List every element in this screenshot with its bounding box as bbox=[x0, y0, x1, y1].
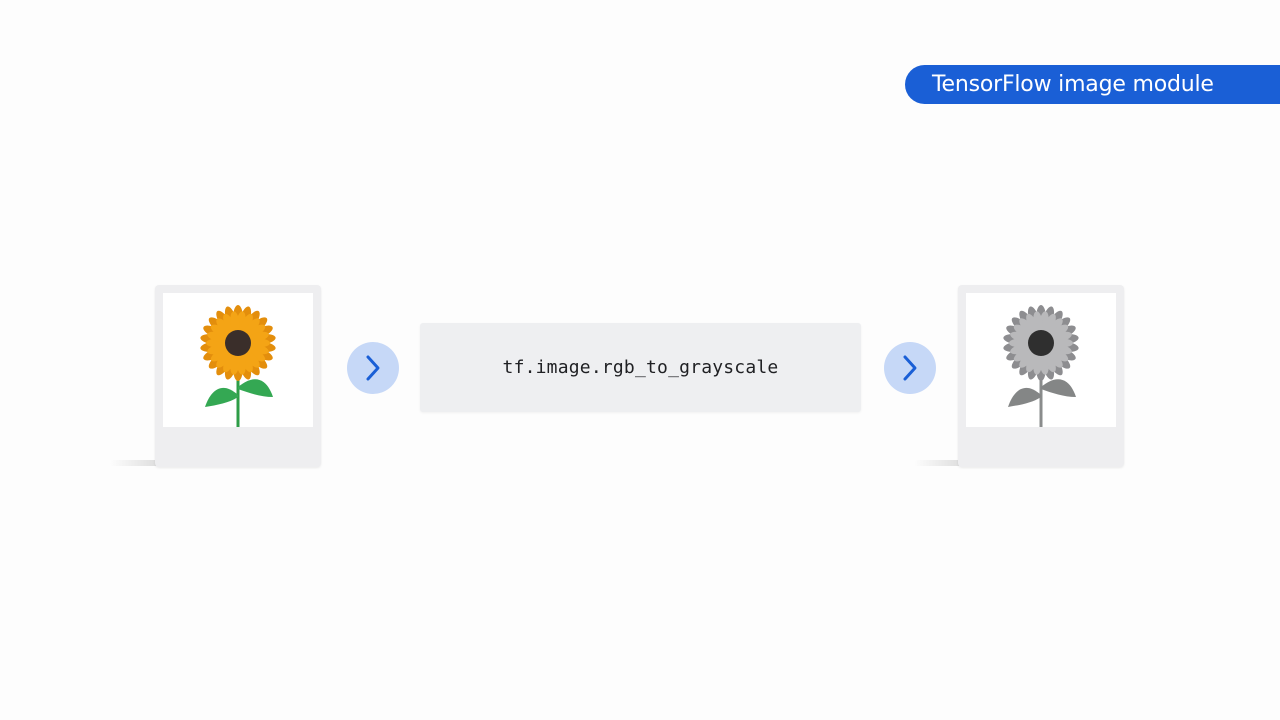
sunflower-color-icon bbox=[200, 305, 276, 427]
output-card-shadow bbox=[914, 460, 964, 466]
arrow-button-1 bbox=[347, 342, 399, 394]
operation-code: tf.image.rgb_to_grayscale bbox=[502, 357, 779, 378]
chevron-right-icon bbox=[366, 355, 380, 381]
banner-title: TensorFlow image module bbox=[932, 72, 1214, 97]
input-image-card bbox=[155, 285, 321, 467]
input-image bbox=[163, 293, 313, 427]
input-card-shadow bbox=[110, 460, 160, 466]
title-banner: TensorFlow image module bbox=[905, 65, 1280, 104]
chevron-right-icon bbox=[903, 355, 917, 381]
sunflower-grayscale-icon bbox=[1003, 305, 1079, 427]
output-image-card bbox=[958, 285, 1124, 467]
output-image bbox=[966, 293, 1116, 427]
arrow-button-2 bbox=[884, 342, 936, 394]
operation-box: tf.image.rgb_to_grayscale bbox=[420, 323, 861, 412]
